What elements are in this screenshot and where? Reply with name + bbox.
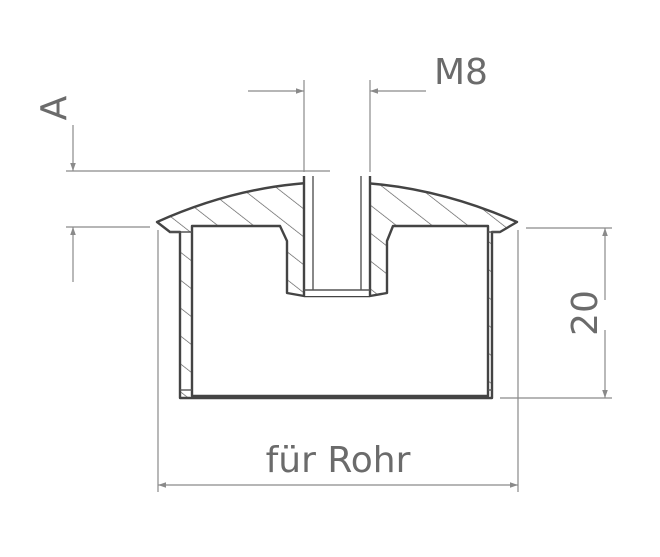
cap-section (155, 176, 519, 400)
height-param-label: A (34, 95, 75, 120)
thread-dimension: M8 (248, 52, 488, 172)
tube-label: für Rohr (266, 440, 411, 481)
height-20-dimension: 20 (500, 227, 612, 399)
cap-inner-cavity (190, 224, 490, 398)
tube-width-dimension: für Rohr (157, 230, 519, 492)
cap-outer-outline (155, 180, 519, 400)
height-a-dimension: A (34, 95, 330, 282)
thread-label: M8 (434, 52, 488, 93)
height-value-label: 20 (565, 290, 606, 336)
threaded-bore (302, 176, 372, 296)
